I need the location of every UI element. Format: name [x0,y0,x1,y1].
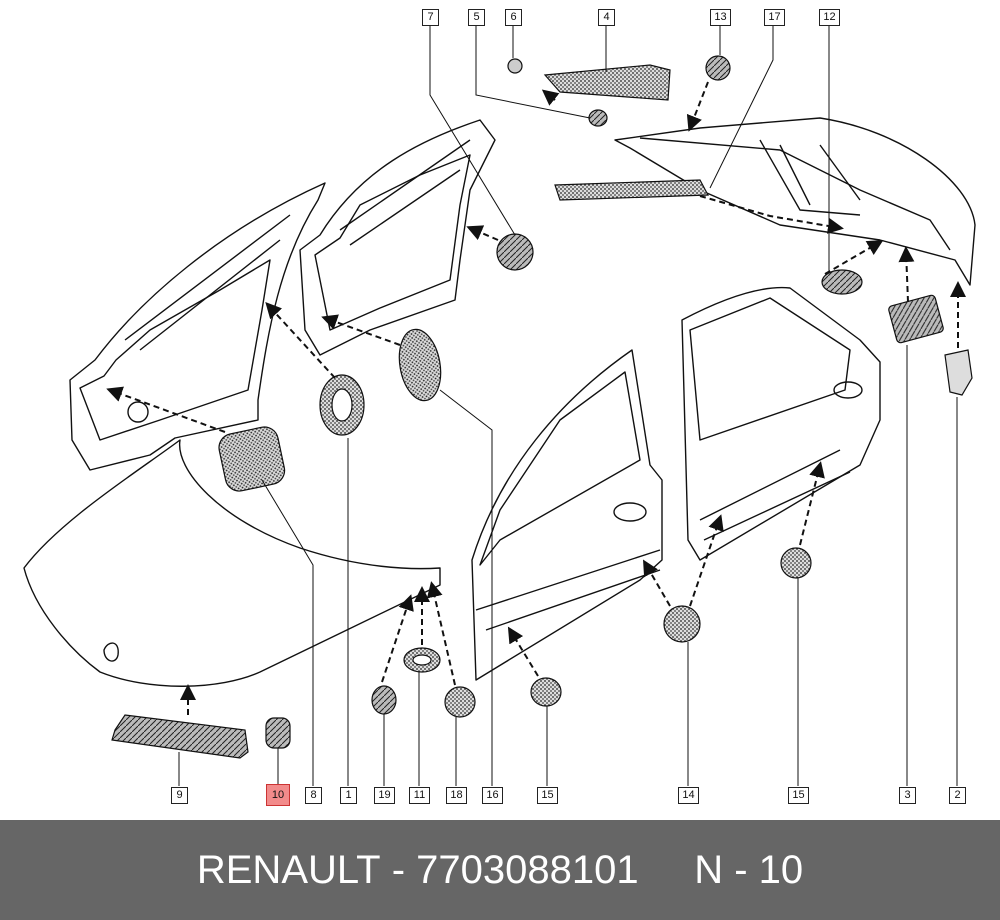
callout-15-right: 15 [788,787,809,804]
front-door-frame [69,182,326,471]
callout-15-left: 15 [537,787,558,804]
exploded-parts-diagram [23,25,976,786]
footer-position: N - 10 [694,847,804,892]
callout-14: 14 [678,787,699,804]
part-number-footer: RENAULT - 7703088101 N - 10 [0,820,1000,920]
part-18-plug [444,686,476,718]
rear-door-panel [681,286,881,561]
rear-door-frame [299,119,496,356]
part-17-seal [554,179,709,201]
callout-3: 3 [899,787,916,804]
part-19-clip [371,685,397,715]
callout-18: 18 [446,787,467,804]
callout-4: 4 [598,9,615,26]
footer-brand: RENAULT [196,847,381,892]
part-6-clip [507,58,523,74]
part-12-plug [821,269,863,295]
part-14-plug [663,605,701,643]
front-door-panel [471,349,663,681]
part-3-vent [888,294,944,344]
part-16-pad [398,328,442,402]
part-15a-plug [530,677,562,707]
part-15b-plug [780,547,812,579]
part-2-bumper [944,349,973,396]
callout-10-highlighted: 10 [266,784,290,806]
callout-17: 17 [764,9,785,26]
part-10-clip [265,717,291,749]
callout-8: 8 [305,787,322,804]
callout-13: 13 [710,9,731,26]
footer-gap [639,848,695,893]
callout-6: 6 [505,9,522,26]
callout-1: 1 [340,787,357,804]
part-13-plug [705,55,731,81]
part-8-cover [218,426,286,492]
callout-7: 7 [422,9,439,26]
callout-19: 19 [374,787,395,804]
callout-2: 2 [949,787,966,804]
footer-separator: - [380,847,417,892]
callout-5: 5 [468,9,485,26]
part-9-grille [111,714,249,759]
callout-11: 11 [409,787,430,804]
part-7-plug [496,233,534,271]
hood-panel [23,439,441,687]
part-5-clip [588,109,608,127]
callout-12: 12 [819,9,840,26]
callout-16: 16 [482,787,503,804]
part-4-strip [543,64,671,101]
footer-part-number: 7703088101 [416,847,639,892]
callout-9: 9 [171,787,188,804]
